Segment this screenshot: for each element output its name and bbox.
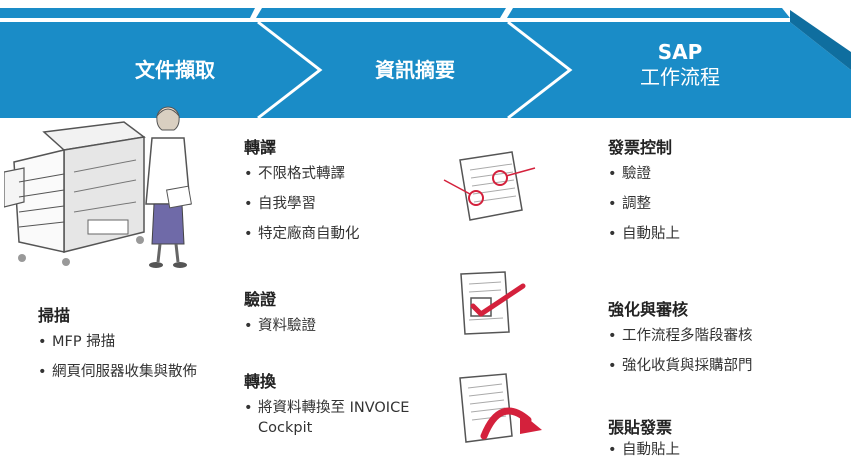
stage-line: 文件擷取 <box>135 58 215 82</box>
banner-top-strip <box>256 8 506 18</box>
office-worker-icon <box>145 106 192 268</box>
section-title: 驗證 <box>244 290 277 309</box>
section-title: 轉譯 <box>244 138 277 157</box>
mfp-printer-icon <box>4 121 146 266</box>
stage-arrow-workflow <box>508 22 851 118</box>
section-title: 發票控制 <box>608 138 673 157</box>
stage-label-extract: 資訊摘要 <box>340 58 490 83</box>
bullet-list: 工作流程多階段審核 強化收貨與採購部門 <box>608 326 838 376</box>
banner-top-strip <box>0 8 255 18</box>
list-item: 將資料轉換至 INVOICE Cockpit <box>244 398 428 438</box>
bullet-list: 不限格式轉譯 自我學習 特定廠商自動化 <box>244 164 444 244</box>
workflow-section-post-invoice: 張貼發票 自動貼上 <box>608 414 838 464</box>
stage-label-capture: 文件擷取 <box>100 58 250 83</box>
extract-section-convert: 轉換 將資料轉換至 INVOICE Cockpit <box>244 368 444 448</box>
list-item: 驗證 <box>608 164 838 184</box>
extract-section-validate: 驗證 資料驗證 <box>244 286 444 346</box>
stage-divider <box>257 20 323 120</box>
stage-divider <box>507 20 573 120</box>
list-item: 網頁伺服器收集與散佈 <box>38 362 202 382</box>
list-item: 資料驗證 <box>244 316 444 336</box>
workflow-section-review: 強化與審核 工作流程多階段審核 強化收貨與採購部門 <box>608 296 838 386</box>
bullet-list: 將資料轉換至 INVOICE Cockpit <box>244 398 444 438</box>
list-item: 特定廠商自動化 <box>244 224 444 244</box>
capture-section: 掃描 MFP 掃描 網頁伺服器收集與散佈 <box>38 302 208 392</box>
section-title: 張貼發票 <box>608 418 673 437</box>
document-with-red-circles-icon <box>443 151 536 221</box>
stage-label-workflow: SAP 工作流程 <box>600 40 760 90</box>
section-title: 強化與審核 <box>608 300 689 319</box>
list-item: 工作流程多階段審核 <box>608 326 838 346</box>
list-item: 調整 <box>608 194 838 214</box>
bullet-list: 資料驗證 <box>244 316 444 336</box>
stage-arrow-extract <box>258 22 570 118</box>
bullet-list: MFP 掃描 網頁伺服器收集與散佈 <box>38 332 208 382</box>
bullet-list: 自動貼上 <box>608 440 838 460</box>
banner-tip-shade <box>790 10 851 70</box>
workflow-section-invoice-control: 發票控制 驗證 調整 自動貼上 <box>608 134 838 254</box>
document-with-checkmark-icon <box>460 271 526 335</box>
document-with-curved-arrow-icon <box>459 373 542 443</box>
banner-top-strip <box>507 8 790 18</box>
list-item: 強化收貨與採購部門 <box>608 356 838 376</box>
stage-line: 工作流程 <box>640 65 720 89</box>
stage-arrow-capture <box>0 22 320 118</box>
stage-line: 資訊摘要 <box>375 58 455 82</box>
process-banner <box>0 8 851 120</box>
list-item: 自我學習 <box>244 194 444 214</box>
bullet-list: 驗證 調整 自動貼上 <box>608 164 838 244</box>
section-title: 掃描 <box>38 306 71 325</box>
extract-section-translate: 轉譯 不限格式轉譯 自我學習 特定廠商自動化 <box>244 134 444 254</box>
section-title: 轉換 <box>244 372 277 391</box>
stage-line-sap: SAP <box>657 40 703 64</box>
list-item: MFP 掃描 <box>38 332 208 352</box>
list-item: 不限格式轉譯 <box>244 164 444 184</box>
list-item: 自動貼上 <box>608 224 838 244</box>
list-item: 自動貼上 <box>608 440 838 460</box>
